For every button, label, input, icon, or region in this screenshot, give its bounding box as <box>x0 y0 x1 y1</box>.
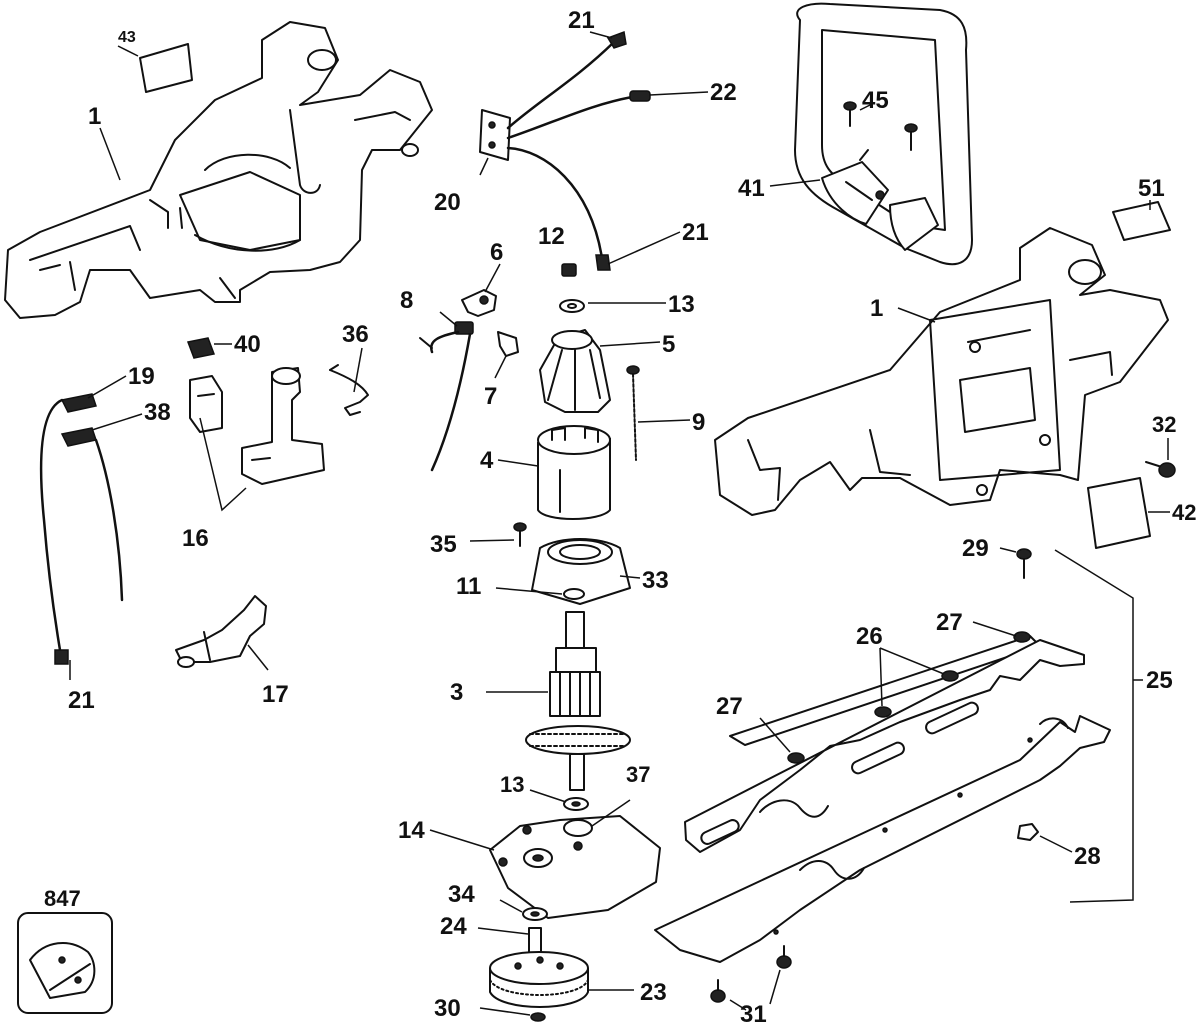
callout-51: 51 <box>1138 175 1165 202</box>
callout-28: 28 <box>1074 843 1101 870</box>
callout-27-bottom: 27 <box>716 693 743 720</box>
callout-847: 847 <box>44 886 81 911</box>
part-30-screw <box>530 1012 546 1022</box>
callout-35: 35 <box>430 531 457 558</box>
callout-16: 16 <box>182 525 209 552</box>
part-13-washer-bottom <box>563 797 589 811</box>
part-21-22-wires <box>506 30 651 271</box>
callout-22: 22 <box>710 79 737 106</box>
part-20-terminal-block <box>479 109 511 161</box>
part-1-housing-right <box>714 227 1169 516</box>
part-19-38-leads <box>39 393 124 665</box>
part-7-clip <box>497 331 519 357</box>
part-31-screws <box>710 945 792 1003</box>
part-28-nut <box>1017 823 1039 841</box>
callout-12: 12 <box>538 223 565 250</box>
part-43-label-plate <box>139 43 193 93</box>
part-25-bracket <box>1054 549 1134 903</box>
part-34-washer <box>522 907 548 921</box>
callout-19: 19 <box>128 363 155 390</box>
callout-21-mid: 21 <box>682 219 709 246</box>
callout-1-left: 1 <box>88 103 101 130</box>
callout-23: 23 <box>640 979 667 1006</box>
callout-21-bottom: 21 <box>68 687 95 714</box>
part-4-field <box>537 425 611 520</box>
callout-42: 42 <box>1172 500 1196 525</box>
callout-4: 4 <box>480 447 494 474</box>
part-35-screw <box>513 522 527 547</box>
callout-24: 24 <box>440 913 467 940</box>
callout-29: 29 <box>962 535 989 562</box>
callout-11: 11 <box>456 573 481 600</box>
part-42-label <box>1087 477 1151 549</box>
callout-27-top: 27 <box>936 609 963 636</box>
part-45-screws <box>843 101 918 151</box>
callout-6: 6 <box>490 239 503 266</box>
part-51-label <box>1112 201 1171 241</box>
callout-3: 3 <box>450 679 463 706</box>
part-8-brush-lead <box>419 321 474 472</box>
callout-17: 17 <box>262 681 289 708</box>
part-16-switch-trigger <box>189 367 325 485</box>
part-17-trigger <box>175 595 267 668</box>
part-41-front-handle <box>794 2 973 266</box>
part-1-housing-left <box>4 21 433 319</box>
part-36-spring <box>329 364 369 416</box>
part-14-gear-case <box>489 815 661 919</box>
callout-43: 43 <box>118 29 136 46</box>
callout-13-top: 13 <box>668 291 695 318</box>
callout-8: 8 <box>400 287 413 314</box>
callout-5: 5 <box>662 331 675 358</box>
part-23-gear <box>489 951 589 1008</box>
leader-lines <box>69 31 1170 1016</box>
part-11-washer <box>563 588 585 600</box>
part-847-kit-inset <box>17 912 113 1014</box>
callout-9: 9 <box>692 409 705 436</box>
callout-41: 41 <box>738 175 765 202</box>
callout-labels: 43 1 21 22 20 21 45 41 51 12 13 6 8 5 7 … <box>44 7 1196 1027</box>
part-3-armature <box>525 611 631 791</box>
part-13-washer-top <box>559 299 585 313</box>
part-40-small-part <box>186 337 216 359</box>
part-25-blade-assembly <box>654 635 1111 963</box>
part-33-bearing-plate <box>531 538 631 605</box>
callout-38: 38 <box>144 399 171 426</box>
callout-36: 36 <box>342 321 369 348</box>
callout-45: 45 <box>862 87 889 114</box>
callout-40: 40 <box>234 331 261 358</box>
callout-33: 33 <box>642 567 669 594</box>
callout-7: 7 <box>484 383 497 410</box>
part-32-screw <box>1145 461 1176 478</box>
callout-30: 30 <box>434 995 461 1022</box>
callout-34: 34 <box>448 881 475 908</box>
part-6-brush-holder <box>461 289 497 317</box>
callout-25: 25 <box>1146 667 1173 694</box>
part-29-screw <box>1016 548 1032 579</box>
part-12-spring <box>561 263 577 277</box>
callout-37: 37 <box>626 762 650 787</box>
callout-31: 31 <box>740 1001 767 1027</box>
part-9-long-screw <box>626 365 640 461</box>
callout-20: 20 <box>434 189 461 216</box>
callout-26: 26 <box>856 623 883 650</box>
callout-21-top: 21 <box>568 7 595 34</box>
part-5-end-bell <box>539 329 611 413</box>
callout-14: 14 <box>398 817 425 844</box>
callout-32: 32 <box>1152 412 1176 437</box>
callout-13-bottom: 13 <box>500 772 524 797</box>
callout-1-right: 1 <box>870 295 883 322</box>
part-27-26-washers <box>787 631 1031 764</box>
